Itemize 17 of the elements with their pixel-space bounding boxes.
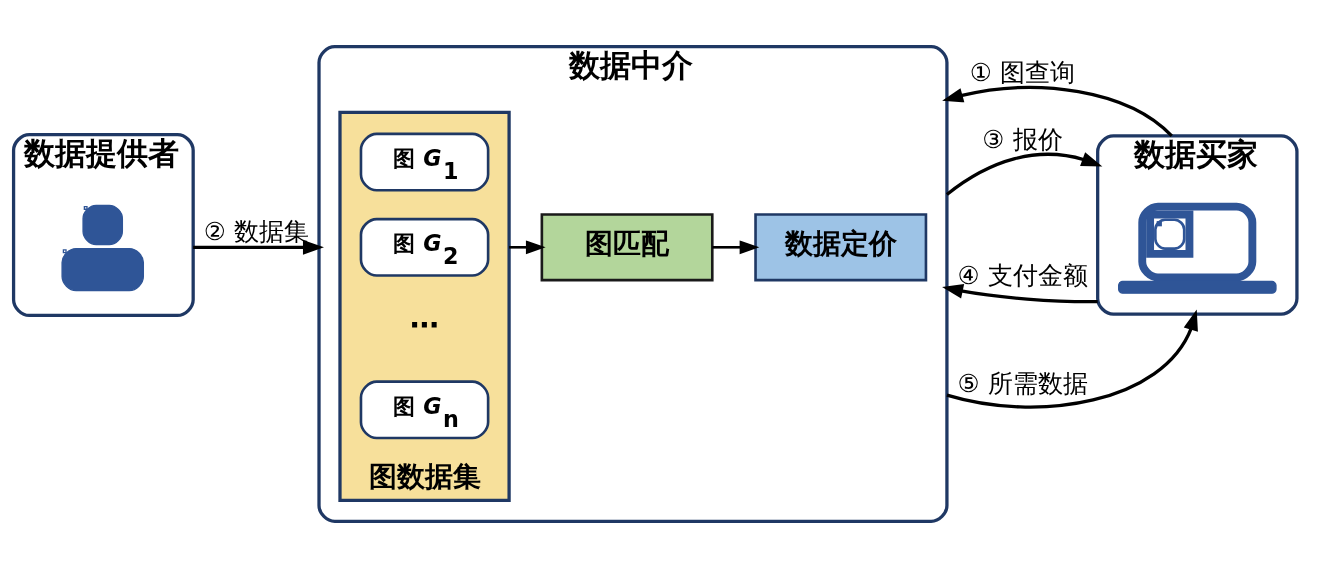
- edge-label: ① 图查询: [969, 57, 1076, 87]
- node-box: 图匹配: [540, 212, 714, 281]
- edge-label: ④ 支付金额: [957, 260, 1088, 290]
- label: ⋯: [410, 307, 439, 342]
- arrow: [193, 239, 324, 255]
- arrow: [946, 308, 1198, 409]
- node-box: 数据定价: [754, 212, 928, 281]
- arrow: [509, 239, 546, 254]
- arrow: [712, 239, 760, 254]
- edge-label: ⑤ 所需数据: [957, 368, 1088, 398]
- cluster: 数据提供者: [11, 132, 195, 317]
- cluster: 数据买家: [1096, 133, 1299, 316]
- arrow: [942, 283, 1098, 303]
- arrow: [945, 151, 1103, 196]
- arrow: [942, 85, 1173, 137]
- edge-label: ③ 报价: [982, 124, 1063, 154]
- edge-label: ② 数据集: [203, 216, 309, 246]
